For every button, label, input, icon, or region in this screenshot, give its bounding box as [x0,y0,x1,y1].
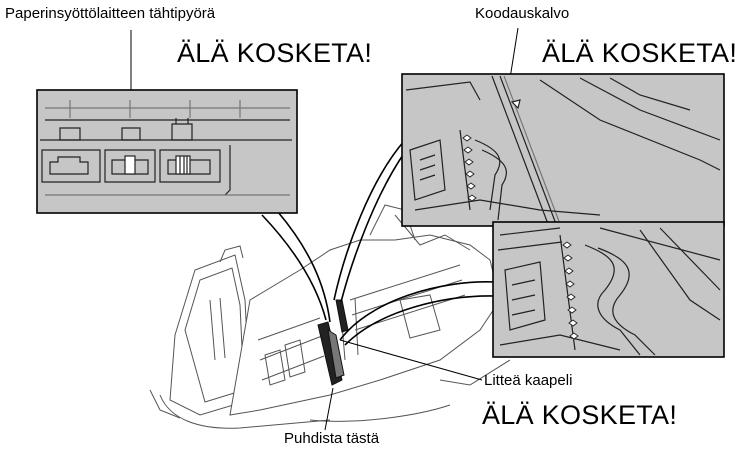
flat-cable-panel [492,221,725,358]
star-wheel-warning: ÄLÄ KOSKETA! [177,38,373,68]
clean-here-label: Puhdista tästä [284,430,380,447]
encoder-label: Koodauskalvo [475,5,570,22]
printer-body [149,204,511,429]
star-wheel-panel [36,89,298,214]
flat-cable-warning: ÄLÄ KOSKETA! [482,400,678,430]
flat-cable-label: Litteä kaapeli [484,372,573,389]
encoder-panel [401,73,725,227]
encoder-warning: ÄLÄ KOSKETA! [542,38,735,68]
star-wheel-label: Paperinsyöttölaitteen tähtipyörä [5,5,216,22]
